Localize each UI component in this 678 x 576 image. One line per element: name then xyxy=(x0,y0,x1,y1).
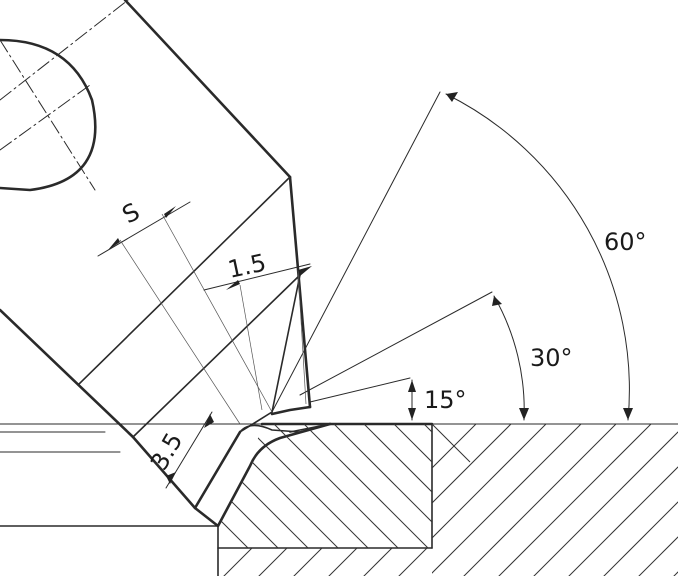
label-s: S xyxy=(118,197,145,229)
hatch-left xyxy=(218,424,432,548)
label-60-deg: 60° xyxy=(604,228,647,256)
tool-bore xyxy=(0,0,129,192)
label-30-deg: 30° xyxy=(530,344,573,372)
angle-construction xyxy=(271,91,633,421)
hatch-right xyxy=(432,424,678,576)
dimension-s xyxy=(97,201,273,425)
tool-body xyxy=(0,0,312,510)
label-3-5: 3.5 xyxy=(145,428,188,475)
workpiece xyxy=(0,422,678,576)
hatch-bottom xyxy=(219,548,432,576)
label-1-5: 1.5 xyxy=(225,249,268,284)
label-15-deg: 15° xyxy=(424,386,467,414)
dimension-3-5 xyxy=(165,411,214,489)
dimension-1-5 xyxy=(203,263,312,411)
